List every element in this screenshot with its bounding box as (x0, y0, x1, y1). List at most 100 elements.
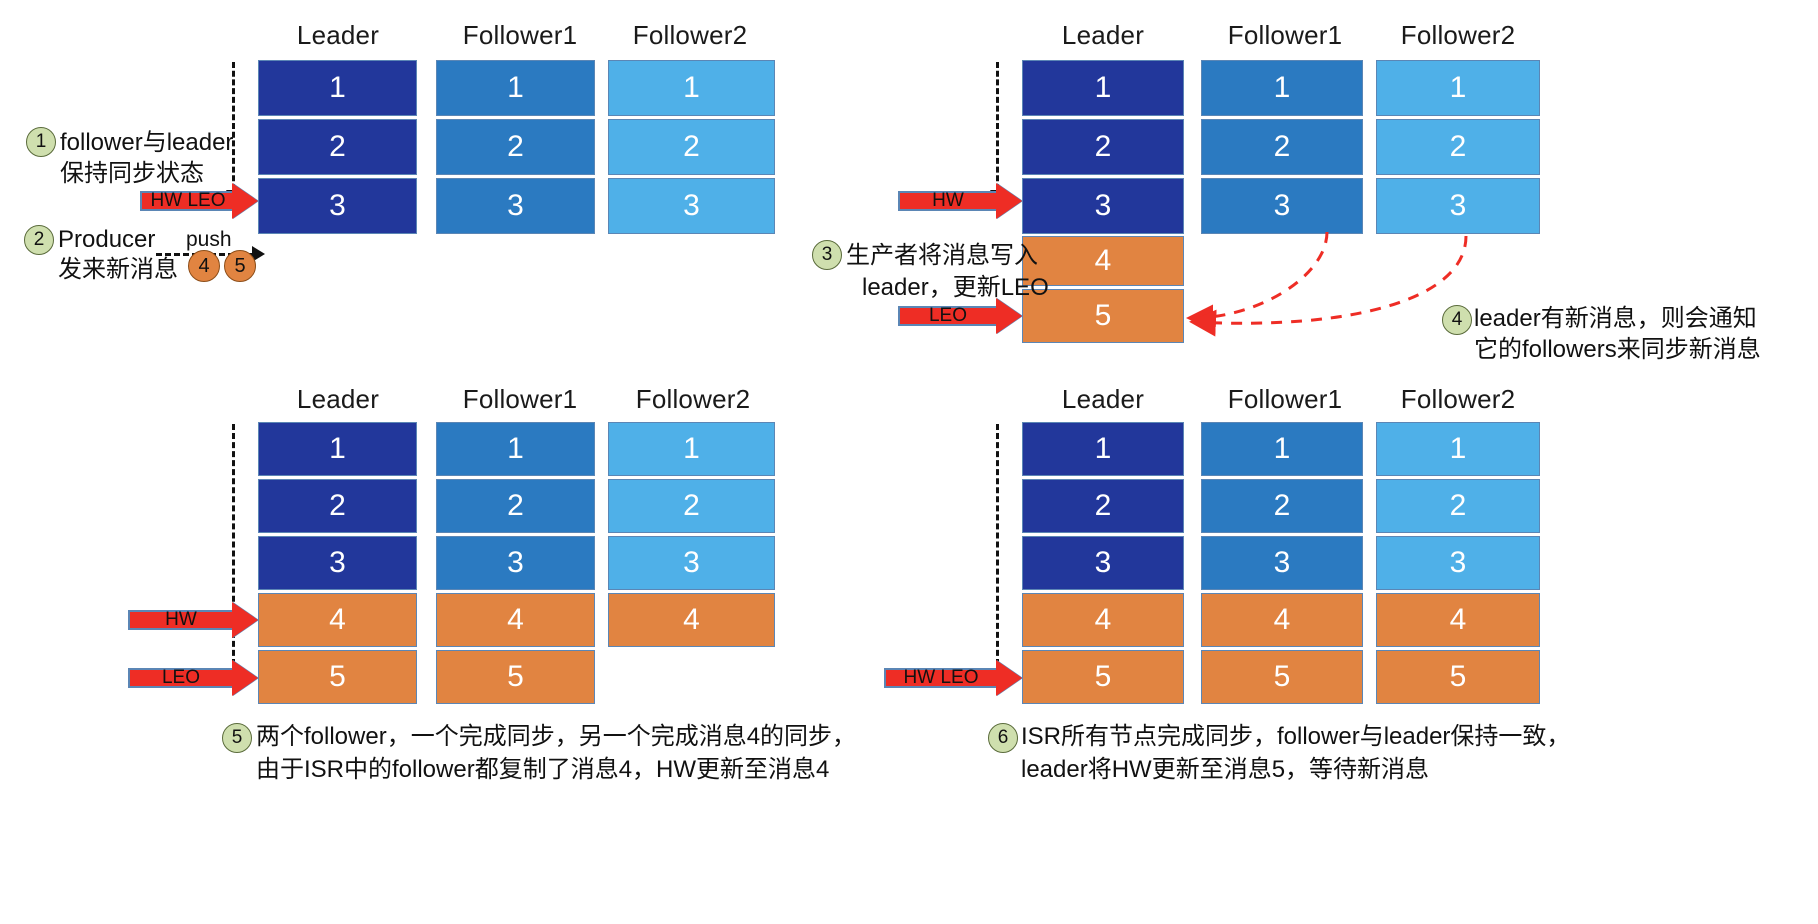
panel4-leader-cell-1: 1 (1022, 422, 1184, 476)
panel4-follower1-cell-3: 3 (1201, 536, 1363, 590)
panel2-leo-arrow-head (996, 298, 1022, 334)
panel3-leo-arrow-head (232, 660, 258, 696)
panel3-follower1-cell-4: 4 (436, 593, 595, 647)
panel2-leo-arrow: LEO (898, 298, 1022, 334)
panel2-step-bullet-3: 3 (812, 240, 842, 270)
panel1-follower1-cell-2: 2 (436, 119, 595, 175)
panel4-col-header-leader: Leader (1061, 384, 1145, 414)
panel1-follower1-cell-1: 1 (436, 60, 595, 116)
panel3-follower2-cell-3: 3 (608, 536, 775, 590)
panel4-step-bullet-6: 6 (988, 723, 1018, 753)
panel3-follower2-cell-2: 2 (608, 479, 775, 533)
panel1-push-label: push (186, 228, 232, 251)
panel4-hwleo-arrow-shaft (884, 668, 996, 688)
panel4-follower2-cell-3: 3 (1376, 536, 1540, 590)
panel1-hwleo-arrow-shaft (140, 191, 232, 211)
panel4-follower2-cell-5: 5 (1376, 650, 1540, 704)
notify-curve-follower1 (1186, 231, 1329, 332)
panel2-hw-arrow-head (996, 183, 1022, 219)
panel2-col-header-leader: Leader (1061, 20, 1145, 50)
panel2-hw-arrow-label: HW (932, 190, 964, 211)
panel2-leader-cell-2: 2 (1022, 119, 1184, 175)
panel3-leader-cell-4: 4 (258, 593, 417, 647)
panel2-follower1-cell-3: 3 (1201, 178, 1363, 234)
panel1-follower1-cell-3: 3 (436, 178, 595, 234)
panel2-follower1-cell-2: 2 (1201, 119, 1363, 175)
panel2-step-bullet-4: 4 (1442, 305, 1472, 335)
panel3-hw-arrow: HW (128, 602, 258, 638)
panel3-leo-arrow-label: LEO (161, 667, 201, 688)
panel3-caption-line-1: 两个follower，一个完成同步，另一个完成消息4的同步， (256, 723, 857, 750)
panel4-follower1-cell-1: 1 (1201, 422, 1363, 476)
panel2-leader-cell-4: 4 (1022, 236, 1184, 286)
panel2-time-axis-line (996, 62, 999, 190)
panel3-leader-cell-1: 1 (258, 422, 417, 476)
panel4-caption-line-1: ISR所有节点完成同步，follower与leader保持一致， (1021, 723, 1571, 750)
panel2-col-header-follower1: Follower1 (1227, 20, 1343, 50)
panel1-hwleo-arrow-head (232, 183, 258, 219)
panel3-col-header-follower2: Follower2 (635, 384, 751, 414)
panel1-follower2-cell-3: 3 (608, 178, 775, 234)
panel4-leader-cell-4: 4 (1022, 593, 1184, 647)
panel2-note-4-line-1: leader有新消息，则会通知 (1474, 305, 1757, 332)
panel1-note-2-line-2: 发来新消息 (58, 256, 178, 283)
panel3-follower2-cell-4: 4 (608, 593, 775, 647)
panel3-leader-cell-2: 2 (258, 479, 417, 533)
panel4-leader-cell-2: 2 (1022, 479, 1184, 533)
panel2-note-3-line-2: leader，更新LEO (862, 274, 1049, 301)
panel4-col-header-follower1: Follower1 (1227, 384, 1343, 414)
panel2-leo-arrow-label: LEO (928, 305, 968, 326)
panel1-leader-cell-3: 3 (258, 178, 417, 234)
panel2-hw-arrow-shaft (898, 191, 996, 211)
panel2-follower2-cell-3: 3 (1376, 178, 1540, 234)
panel2-col-header-follower2: Follower2 (1400, 20, 1516, 50)
panel4-follower1-cell-4: 4 (1201, 593, 1363, 647)
panel2-follower1-cell-1: 1 (1201, 60, 1363, 116)
panel4-follower2-cell-1: 1 (1376, 422, 1540, 476)
panel2-follower2-cell-1: 1 (1376, 60, 1540, 116)
panel4-hwleo-arrow-label: HW LEO (903, 667, 979, 688)
panel1-leader-cell-2: 2 (258, 119, 417, 175)
panel3-time-axis-line (232, 424, 235, 674)
panel1-pending-message-5: 5 (224, 250, 256, 282)
panel1-col-header-leader: Leader (296, 20, 380, 50)
panel2-leader-cell-5: 5 (1022, 289, 1184, 343)
panel1-time-axis-line (232, 62, 235, 190)
panel1-push-arrowhead (252, 246, 265, 262)
panel4-follower1-cell-5: 5 (1201, 650, 1363, 704)
panel2-note-4-line-2: 它的followers来同步新消息 (1474, 336, 1761, 363)
panel2-leader-cell-3: 3 (1022, 178, 1184, 234)
panel3-hw-arrow-head (232, 602, 258, 638)
panel2-leo-arrow-shaft (898, 306, 996, 326)
panel1-leader-cell-1: 1 (258, 60, 417, 116)
panel1-pending-message-4: 4 (188, 250, 220, 282)
panel3-hw-arrow-shaft (128, 610, 232, 630)
panel1-note-2-line-1: Producer (58, 226, 156, 253)
panel3-leo-arrow: LEO (128, 660, 258, 696)
panel1-hwleo-arrow-label: HW LEO (150, 190, 226, 211)
panel4-hwleo-arrow: HW LEO (884, 660, 1022, 696)
panel3-leader-cell-3: 3 (258, 536, 417, 590)
panel1-note-1-line-1: follower与leader (60, 129, 234, 156)
panel3-follower2-cell-1: 1 (608, 422, 775, 476)
panel4-hwleo-arrow-head (996, 660, 1022, 696)
panel4-follower2-cell-2: 2 (1376, 479, 1540, 533)
panel1-step-bullet-2: 2 (24, 225, 54, 255)
panel3-follower1-cell-3: 3 (436, 536, 595, 590)
panel3-follower1-cell-2: 2 (436, 479, 595, 533)
panel4-caption-line-2: leader将HW更新至消息5，等待新消息 (1021, 756, 1430, 783)
panel3-caption-line-2: 由于ISR中的follower都复制了消息4，HW更新至消息4 (256, 756, 830, 783)
panel3-leader-cell-5: 5 (258, 650, 417, 704)
panel1-follower2-cell-2: 2 (608, 119, 775, 175)
panel2-note-3-line-1: 生产者将消息写入 (846, 242, 1038, 269)
panel3-step-bullet-5: 5 (222, 723, 252, 753)
panel1-note-1-line-2: 保持同步状态 (60, 160, 204, 187)
panel1-col-header-follower2: Follower2 (632, 20, 748, 50)
panel2-follower2-cell-2: 2 (1376, 119, 1540, 175)
panel3-col-header-follower1: Follower1 (462, 384, 578, 414)
panel3-leo-arrow-shaft (128, 668, 232, 688)
panel3-hw-arrow-label: HW (165, 609, 197, 630)
panel3-follower1-cell-5: 5 (436, 650, 595, 704)
panel2-leader-cell-1: 1 (1022, 60, 1184, 116)
